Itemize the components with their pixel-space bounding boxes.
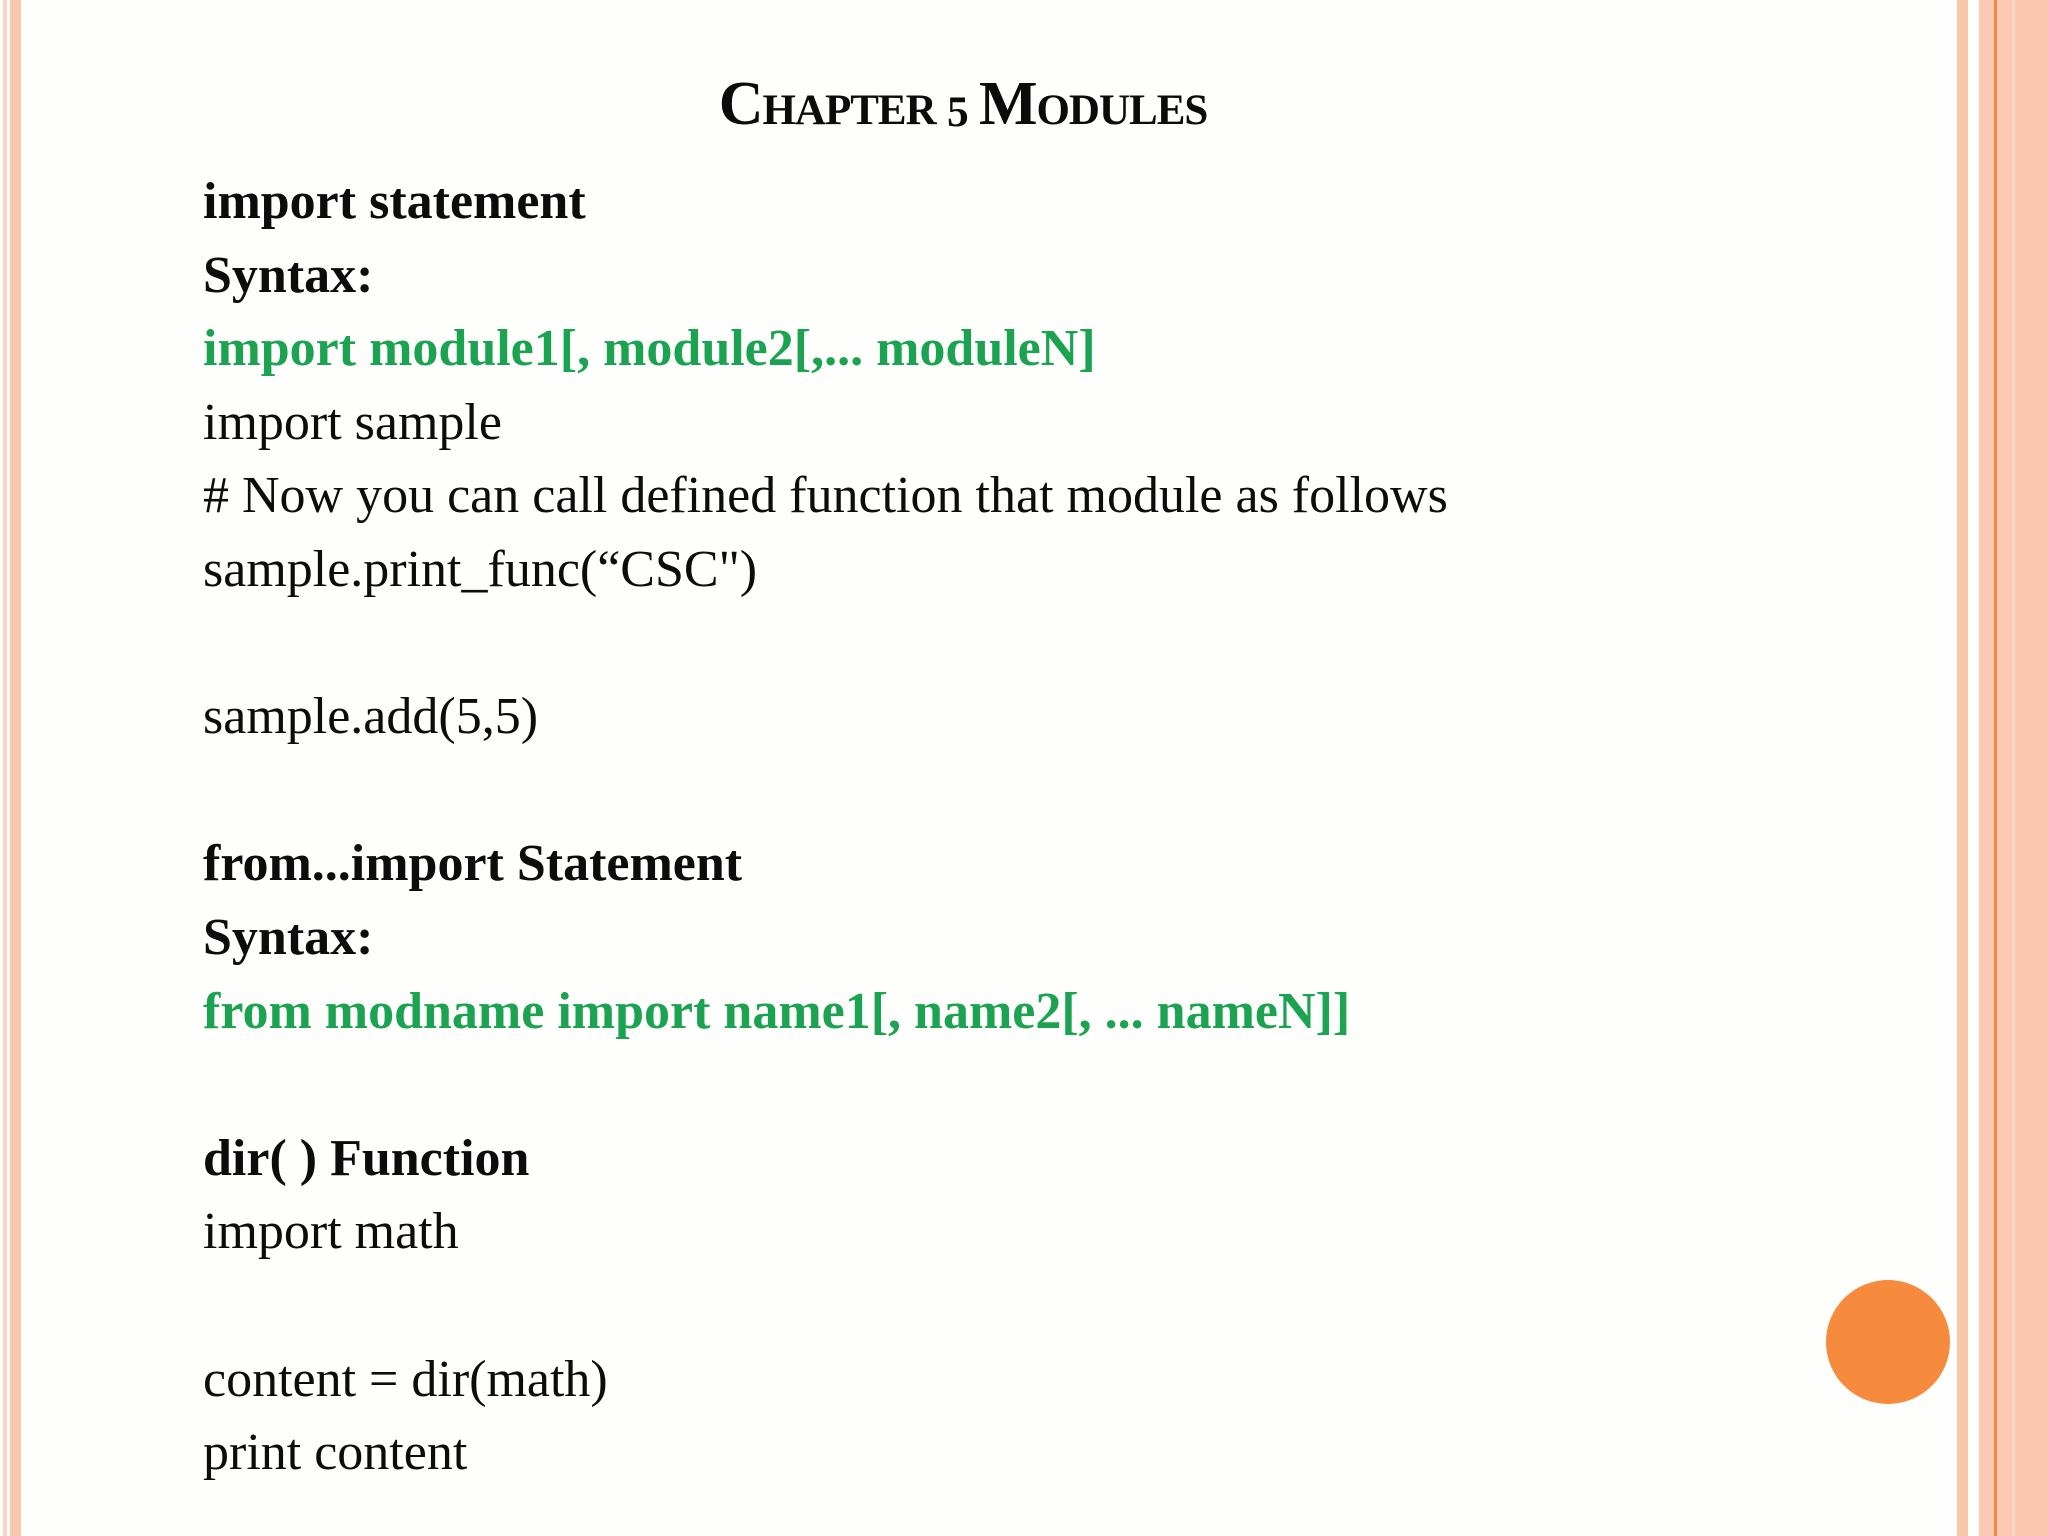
slide-text-line: # Now you can call defined function that… <box>203 467 1448 525</box>
slide-text-line: Syntax: <box>203 246 374 304</box>
blank-line <box>203 607 1928 681</box>
right-border-highlight-line <box>2012 0 2015 1536</box>
slide-title-word: Modules <box>978 70 1208 138</box>
slide-text-line: sample.add(5,5) <box>203 688 539 746</box>
slide-text-line: print content <box>203 1424 468 1482</box>
blank-line <box>203 1048 1928 1122</box>
slide-text-line: import statement <box>203 173 586 230</box>
slide-text-line: content = dir(math) <box>203 1350 608 1408</box>
blank-line <box>203 1269 1928 1343</box>
slide-text-line: import sample <box>203 393 502 451</box>
right-border-stripe-thin <box>1957 0 1968 1536</box>
right-border-band-inner <box>2015 0 2048 1536</box>
left-border-stripe-main <box>10 0 21 1536</box>
slide-title-number: 5 <box>946 88 969 136</box>
accent-circle <box>1826 1280 1950 1404</box>
slide-text-line: Syntax: <box>203 908 374 966</box>
blank-line <box>203 754 1928 828</box>
slide-title-word: Chapter <box>718 70 937 138</box>
right-border-band <box>1979 0 2048 1536</box>
slide-text-line: from...import Statement <box>203 835 743 893</box>
left-border-stripe-thin <box>3 0 7 1536</box>
slide-text-line: from modname import name1[, name2[, ... … <box>203 982 1351 1040</box>
slide-text-line: import math <box>203 1203 459 1261</box>
right-border-accent-line <box>1994 0 1997 1536</box>
slide-text-line: sample.print_func(“CSC") <box>203 540 758 598</box>
slide-text-line: import module1[, module2[,... moduleN] <box>203 320 1096 378</box>
slide-text-line: dir( ) Function <box>203 1129 530 1187</box>
